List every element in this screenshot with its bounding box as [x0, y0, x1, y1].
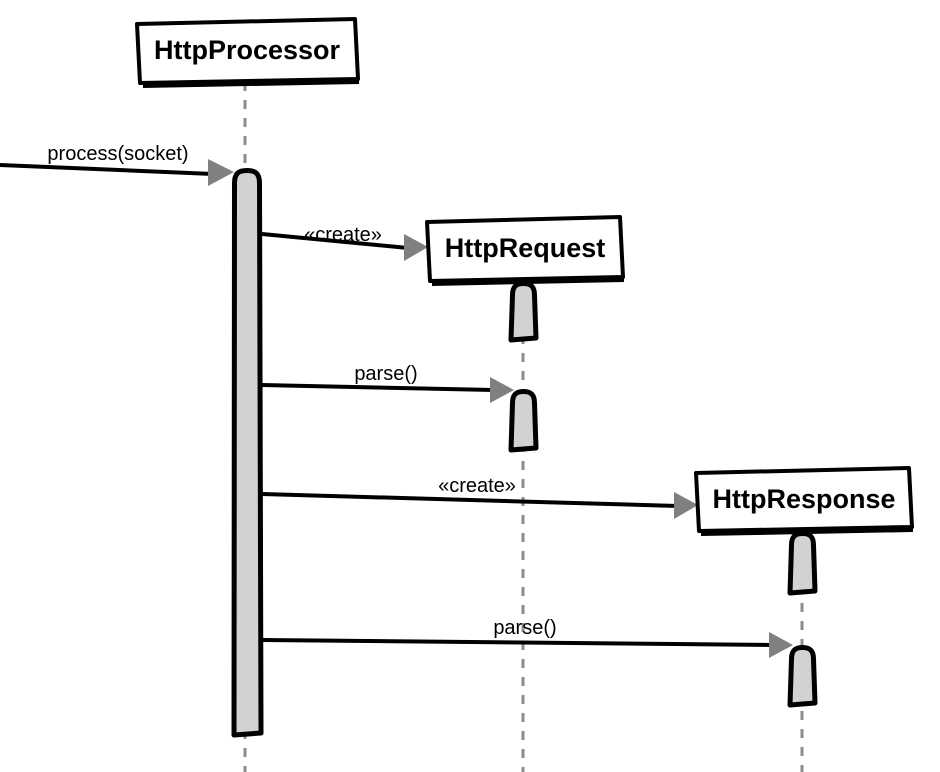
message-label: process(socket): [47, 143, 188, 165]
arrowhead-icon: [674, 492, 698, 519]
message-process-socket[interactable]: process(socket): [0, 143, 234, 186]
message-line: [261, 232, 409, 250]
message-parse-httprequest[interactable]: parse(): [261, 363, 514, 403]
message-create-httpresponse[interactable]: «create»: [261, 475, 698, 519]
message-line: [261, 638, 774, 647]
message-label: «create»: [304, 224, 382, 246]
message-line: [0, 163, 214, 176]
participant-box: [694, 466, 914, 533]
participant-httprequest[interactable]: HttpRequest: [425, 215, 625, 286]
arrowhead-icon: [404, 234, 428, 261]
message-line: [261, 492, 679, 508]
message-create-httprequest[interactable]: «create»: [261, 224, 428, 261]
arrowhead-icon: [769, 632, 793, 658]
participant-httpprocessor[interactable]: HttpProcessor: [135, 17, 360, 88]
arrowhead-icon: [208, 159, 234, 186]
message-label: parse(): [493, 617, 556, 639]
activation-bar-httpresponse-create[interactable]: [787, 531, 818, 596]
participant-name: HttpResponse: [712, 484, 895, 514]
participant-httpresponse[interactable]: HttpResponse: [694, 466, 914, 536]
activations-group: [231, 168, 818, 738]
message-parse-httpresponse[interactable]: parse(): [261, 617, 793, 658]
messages-group: process(socket) «create» parse() «create…: [0, 143, 793, 658]
participant-box: [135, 17, 360, 85]
message-line: [261, 383, 495, 392]
message-label: parse(): [354, 363, 417, 385]
participants-group: HttpProcessor HttpRequest HttpResponse: [135, 17, 914, 536]
participant-box: [425, 215, 625, 283]
participant-name: HttpProcessor: [154, 35, 341, 65]
participant-name: HttpRequest: [445, 233, 606, 263]
activation-bar-httprequest-create[interactable]: [508, 281, 539, 343]
message-label: «create»: [438, 475, 516, 497]
arrowhead-icon: [490, 377, 514, 403]
activation-bar-httpprocessor[interactable]: [231, 168, 264, 738]
activation-bar-httpresponse-parse[interactable]: [787, 645, 818, 708]
activation-bar-httprequest-parse[interactable]: [508, 389, 539, 453]
